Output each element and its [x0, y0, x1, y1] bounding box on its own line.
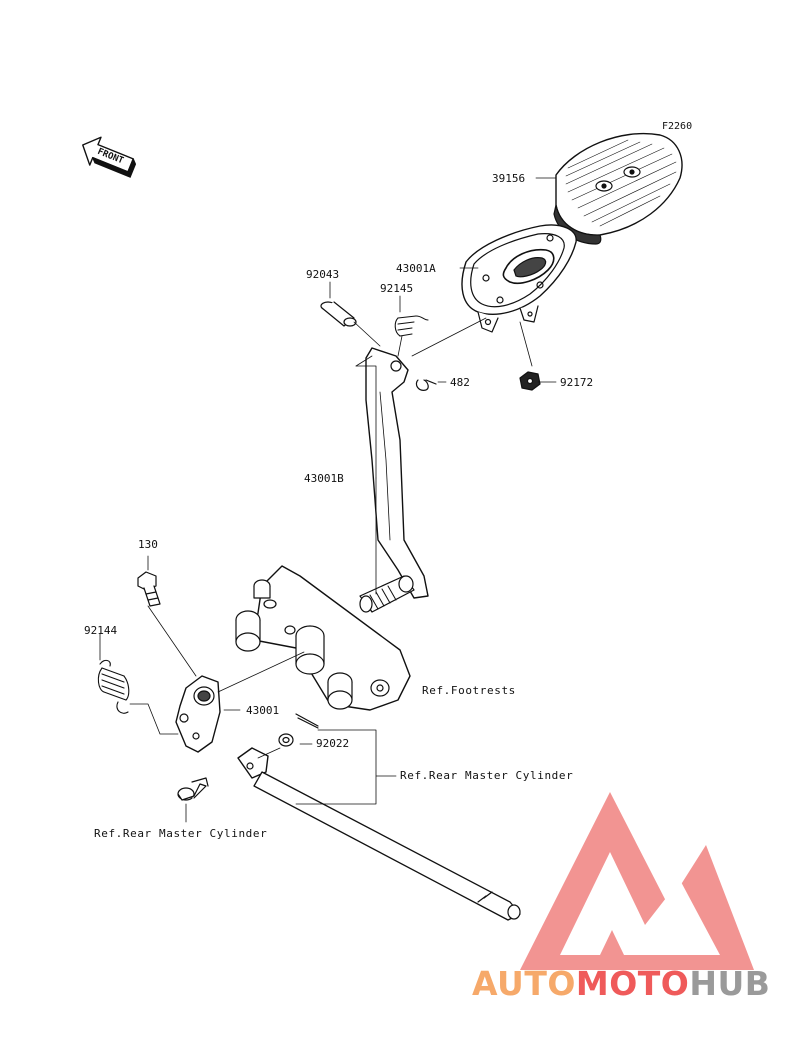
pedal-rubber-39156 [553, 132, 683, 245]
pivot-lever-43001 [175, 675, 221, 753]
part-label-92144: 92144 [84, 624, 118, 637]
ref-rear-master-cylinder-left: Ref.Rear Master Cylinder [94, 827, 268, 840]
pin-92043 [320, 301, 357, 327]
clip-482 [415, 379, 437, 391]
brake-rod [237, 747, 521, 921]
leader-lines [99, 177, 557, 823]
bolt-130 [137, 571, 161, 607]
watermark-text: AUTOMOTOHUB [472, 966, 770, 1002]
ref-footrests: Ref.Footrests [422, 684, 516, 697]
part-label-92022: 92022 [316, 737, 350, 750]
spring-92145 [394, 315, 429, 337]
ref-rear-master-cylinder-right: Ref.Rear Master Cylinder [400, 769, 574, 782]
figure-code: F2260 [662, 121, 693, 132]
watermark-hub: HUB [689, 964, 771, 1003]
part-label-43001B: 43001B [304, 472, 344, 485]
watermark-auto: AUTO [472, 964, 576, 1003]
part-label-92043: 92043 [306, 268, 340, 281]
footrest-bracket [235, 565, 411, 711]
part-label-130: 130 [138, 538, 158, 551]
watermark-logo [520, 792, 754, 970]
part-label-43001: 43001 [246, 704, 280, 717]
watermark-moto: MOTO [575, 964, 690, 1003]
part-label-92145: 92145 [380, 282, 414, 295]
pedal-arm-43001B [359, 347, 429, 613]
spring-92144 [97, 659, 130, 714]
nut-92172 [519, 371, 541, 391]
washer-92022 [278, 733, 294, 747]
part-label-482: 482 [450, 376, 470, 389]
pedal-pad-43001A [461, 224, 577, 333]
cotter-pin [295, 713, 319, 729]
clevis-pin [177, 777, 209, 801]
part-label-43001A: 43001A [396, 262, 436, 275]
part-label-39156: 39156 [492, 172, 526, 185]
part-label-92172: 92172 [560, 376, 594, 389]
front-arrow-icon [82, 136, 137, 178]
